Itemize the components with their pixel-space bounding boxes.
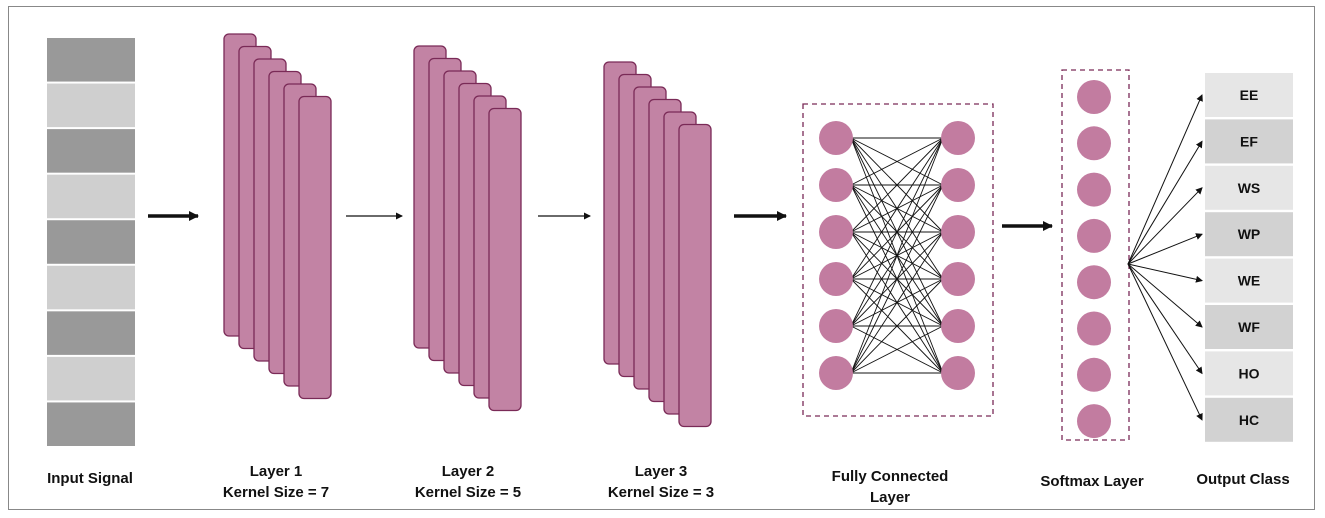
input-signal-segment xyxy=(47,311,135,355)
output-arrow xyxy=(1127,263,1203,283)
fc-edge xyxy=(850,137,944,327)
fc-label-line1: Fully Connected xyxy=(832,468,949,485)
softmax-neuron xyxy=(1077,218,1111,253)
output-class-box xyxy=(1205,119,1293,164)
conv-filter xyxy=(678,123,712,428)
output-arrow xyxy=(1127,233,1203,265)
output-class-text: EF xyxy=(1240,133,1258,149)
layer3-kernel-label: Kernel Size = 3 xyxy=(608,484,714,501)
output-arrow xyxy=(1127,94,1203,265)
output-class-box xyxy=(1205,258,1293,303)
fc-edge xyxy=(850,325,944,374)
output-arrows xyxy=(1127,94,1203,421)
fc-edge xyxy=(850,137,944,186)
input-signal-label: Input Signal xyxy=(47,470,133,487)
output-class-text: HC xyxy=(1239,412,1259,428)
fc-neuron-right xyxy=(941,168,975,202)
fc-neuron-left xyxy=(819,309,853,343)
fc-edge xyxy=(850,137,944,374)
fc-neuron-left xyxy=(819,168,853,202)
softmax-label: Softmax Layer xyxy=(1040,473,1144,490)
output-arrow xyxy=(1127,263,1203,328)
fc-neuron-left xyxy=(819,121,853,155)
fully-connected-box xyxy=(802,103,994,417)
output-class-box xyxy=(1205,351,1293,396)
fc-neuron-right xyxy=(941,215,975,249)
conv-filter xyxy=(488,107,522,412)
fully-connected-neurons xyxy=(819,121,975,390)
fc-edge xyxy=(850,278,944,374)
softmax-neuron xyxy=(1077,404,1111,439)
conv-layer-2-filters xyxy=(413,45,522,412)
input-signal-segment xyxy=(47,38,135,82)
layer2-label: Layer 2 xyxy=(442,463,495,480)
input-signal-segment xyxy=(47,402,135,446)
softmax-neuron xyxy=(1077,311,1111,346)
conv-filter xyxy=(298,95,332,400)
fc-edge xyxy=(850,184,944,374)
output-class-label: Output Class xyxy=(1196,471,1289,488)
conv-layer-1-filters xyxy=(223,33,332,400)
softmax-neuron xyxy=(1077,357,1111,392)
output-class-text: WE xyxy=(1238,273,1261,289)
input-signal-segment xyxy=(47,356,135,401)
output-class-list: EE EF WS WP WE WF HO HC xyxy=(1205,73,1293,442)
softmax-neurons xyxy=(1077,80,1111,439)
output-arrow xyxy=(1127,263,1203,375)
output-class-box xyxy=(1205,397,1293,442)
fc-neuron-right xyxy=(941,262,975,296)
fc-neuron-right xyxy=(941,309,975,343)
softmax-neuron xyxy=(1077,265,1111,300)
conv-layer-3-filters xyxy=(603,61,712,428)
input-signal-stack xyxy=(47,38,135,446)
output-class-text: HO xyxy=(1239,365,1260,381)
output-class-text: WS xyxy=(1238,180,1261,196)
output-arrow xyxy=(1127,263,1203,421)
fc-neuron-left xyxy=(819,262,853,296)
output-class-text: WF xyxy=(1238,319,1260,335)
input-signal-segment xyxy=(47,220,135,264)
output-class-box xyxy=(1205,212,1293,257)
fc-neuron-right xyxy=(941,121,975,155)
input-signal-segment xyxy=(47,265,135,310)
fully-connected-edges xyxy=(850,137,944,374)
output-class-box xyxy=(1205,305,1293,349)
softmax-box xyxy=(1061,69,1130,441)
output-class-box xyxy=(1205,165,1293,210)
fc-label-line2: Layer xyxy=(870,489,910,506)
input-signal-segment xyxy=(47,174,135,219)
output-class-text: EE xyxy=(1240,87,1259,103)
fc-edge xyxy=(850,137,944,233)
fc-neuron-left xyxy=(819,215,853,249)
input-signal-segment xyxy=(47,129,135,173)
output-arrow xyxy=(1127,140,1203,265)
layer2-kernel-label: Kernel Size = 5 xyxy=(415,484,521,501)
softmax-neuron xyxy=(1077,172,1111,207)
output-arrow xyxy=(1127,187,1203,265)
softmax-neuron xyxy=(1077,80,1111,114)
input-signal-segment xyxy=(47,83,135,128)
output-class-text: WP xyxy=(1238,226,1261,242)
output-class-box xyxy=(1205,73,1293,117)
fc-neuron-left xyxy=(819,356,853,390)
softmax-neuron xyxy=(1077,126,1111,161)
layer1-label: Layer 1 xyxy=(250,463,303,480)
layer1-kernel-label: Kernel Size = 7 xyxy=(223,484,329,501)
layer3-label: Layer 3 xyxy=(635,463,688,480)
fc-edge xyxy=(850,137,944,280)
fc-edge xyxy=(850,231,944,374)
fc-neuron-right xyxy=(941,356,975,390)
